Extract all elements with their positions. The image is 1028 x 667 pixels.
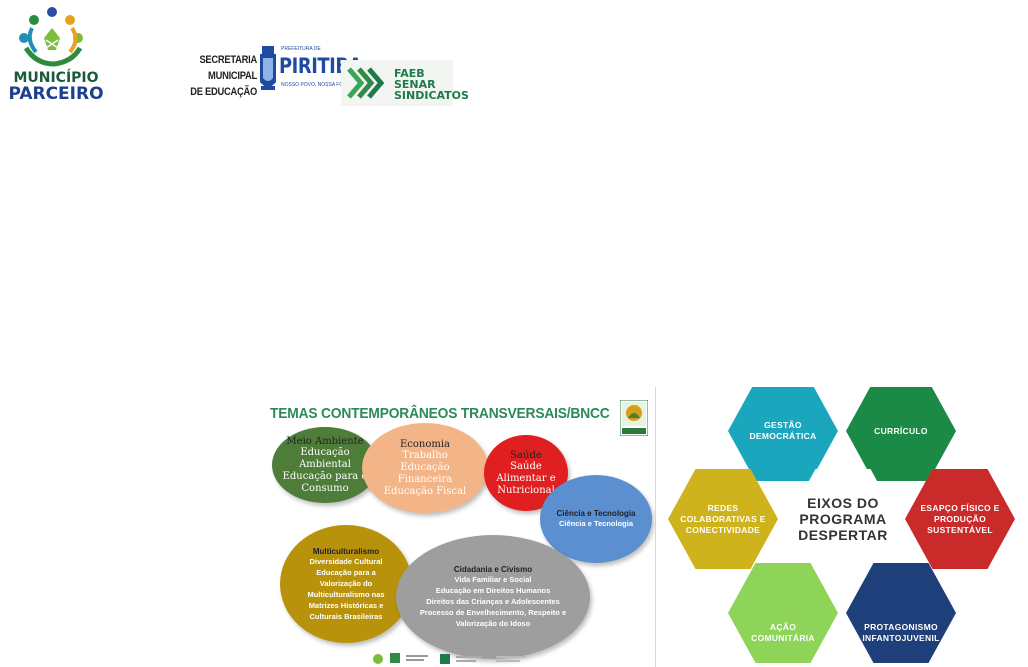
multi-line: Educação para a <box>316 567 376 577</box>
ciencia-title: Ciência e Tecnologia <box>556 509 636 518</box>
secretaria-line-2: DE EDUCAÇÃO <box>190 86 257 98</box>
hex-text: CONECTIVIDADE <box>685 524 761 535</box>
multi-line: Valorização do <box>319 578 373 588</box>
multi-line: Culturais Brasileiras <box>309 611 383 621</box>
bubble-ciencia-tecnologia: Ciência e Tecnologia Ciência e Tecnologi… <box>540 475 652 563</box>
economia-line: Educação <box>400 461 450 473</box>
hex-text: PROTAGONISMO <box>864 622 938 632</box>
meio-line: Ambiental <box>299 458 351 470</box>
hex-gestao-democratica: GESTÃO DEMOCRÁTICA <box>728 387 838 481</box>
eixos-center-line: EIXOS DO <box>807 495 879 511</box>
saude-line: Alimentar e <box>496 472 556 484</box>
ciencia-line: Ciência e Tecnologia <box>558 519 634 528</box>
bubble-economia: Economia Trabalho Educação Financeira Ed… <box>362 423 488 513</box>
secretaria-educacao-label: SECRETARIA MUNICIPAL DE EDUCAÇÃO <box>179 52 257 100</box>
saude-title: Saúde <box>510 449 542 461</box>
piritiba-crest-icon <box>260 46 276 90</box>
piritiba-logo: PREFEITURA DE PIRITIBA NOSSO POVO, NOSSA… <box>259 44 362 96</box>
hex-text: COMUNITÁRIA <box>751 633 815 643</box>
hex-eixos-center: EIXOS DO PROGRAMA DESPERTAR <box>788 469 898 569</box>
municipio-parceiro-logo: MUNICÍPIO PARCEIRO <box>6 4 104 104</box>
faeb-text: FAEB SENAR SINDICATOS <box>394 68 469 101</box>
cidadania-line: Valorização do Idoso <box>455 619 531 628</box>
meio-line: Consumo <box>301 482 349 494</box>
hex-text: GESTÃO <box>764 420 802 430</box>
bubble-multiculturalismo: Multiculturalismo Diversidade Cultural E… <box>280 525 412 643</box>
prefeitura-small-text: PREFEITURA DE <box>281 46 321 52</box>
multi-title: Multiculturalismo <box>312 546 380 556</box>
cidadania-line: Educação em Direitos Humanos <box>435 586 551 595</box>
cidadania-line: Vida Familiar e Social <box>454 575 532 584</box>
economia-line: Financeira <box>397 473 453 485</box>
hex-text: INFANTOJUVENIL <box>862 633 940 643</box>
program-badge-icon <box>620 400 648 436</box>
bubble-saude: Saúde Saúde Alimentar e Nutricional <box>484 435 568 511</box>
hex-redes-colaborativas: REDES COLABORATIVAS E CONECTIVIDADE <box>668 469 778 569</box>
footer-logos-strip-icon <box>373 653 526 664</box>
panel-divider <box>655 387 656 667</box>
secretaria-line-1: SECRETARIA MUNICIPAL <box>199 54 257 82</box>
hex-text: CURRÍCULO <box>874 425 928 436</box>
eixos-center-line: DESPERTAR <box>798 527 888 543</box>
hex-acao-comunitaria: AÇÃO COMUNITÁRIA <box>728 563 838 663</box>
meio-line: Educação <box>300 446 350 458</box>
hex-text: ESAPÇO FÍSICO E <box>920 502 1000 513</box>
hex-text: COLABORATIVAS E <box>680 513 766 524</box>
hex-espaco-fisico: ESAPÇO FÍSICO E PRODUÇÃO SUSTENTÁVEL <box>905 469 1015 569</box>
hex-curriculo: CURRÍCULO <box>846 387 956 481</box>
saude-line: Nutricional <box>497 484 555 496</box>
eixos-center-line: PROGRAMA <box>799 511 887 527</box>
temas-transversais-panel: TEMAS CONTEMPORÂNEOS TRANSVERSAIS/BNCC M… <box>266 387 656 667</box>
faeb-line-2: SENAR <box>394 78 436 91</box>
multi-line: Diversidade Cultural <box>309 556 383 566</box>
temas-title: TEMAS CONTEMPORÂNEOS TRANSVERSAIS/BNCC <box>270 405 610 422</box>
municipio-text: MUNICÍPIO <box>13 70 99 86</box>
faeb-senar-logo: FAEB SENAR SINDICATOS <box>341 60 469 106</box>
cidadania-title: Cidadania e Civismo <box>453 565 533 574</box>
hex-text: REDES <box>707 502 739 513</box>
meio-ambiente-title: Meio Ambiente <box>286 435 364 447</box>
multi-line: Multiculturalismo nas <box>307 589 385 599</box>
hex-protagonismo: PROTAGONISMO INFANTOJUVENIL <box>846 563 956 663</box>
hex-text: PRODUÇÃO <box>934 513 986 524</box>
hex-text: AÇÃO <box>769 622 797 632</box>
meio-line: Educação para o <box>282 470 368 482</box>
parceiro-text: PARCEIRO <box>8 84 104 104</box>
piritiba-tagline: NOSSO POVO, NOSSA FORÇA <box>281 82 354 88</box>
cidadania-line: Direitos das Crianças e Adolescentes <box>426 597 560 606</box>
eixos-programa-panel: GESTÃO DEMOCRÁTICA CURRÍCULO REDES COLAB… <box>660 387 1028 667</box>
hex-text: DEMOCRÁTICA <box>749 431 817 441</box>
saude-line: Saúde <box>510 460 542 472</box>
faeb-line-3: SINDICATOS <box>394 89 469 102</box>
cidadania-line: Processo de Envelhecimento, Respeito e <box>419 608 567 617</box>
economia-line: Educação Fiscal <box>383 485 467 497</box>
faeb-leaf-icon <box>347 67 385 99</box>
economia-line: Trabalho <box>402 449 448 461</box>
hex-text: SUSTENTÁVEL <box>927 524 993 535</box>
economia-title: Economia <box>399 438 451 450</box>
bubble-cidadania-civismo: Cidadania e Civismo Vida Familiar e Soci… <box>396 535 590 659</box>
bubble-meio-ambiente: Meio Ambiente Educação Ambiental Educaçã… <box>272 427 378 503</box>
faeb-line-1: FAEB <box>394 67 425 80</box>
multi-line: Matrizes Históricas e <box>308 600 384 610</box>
municipio-emblem-icon <box>19 7 83 67</box>
